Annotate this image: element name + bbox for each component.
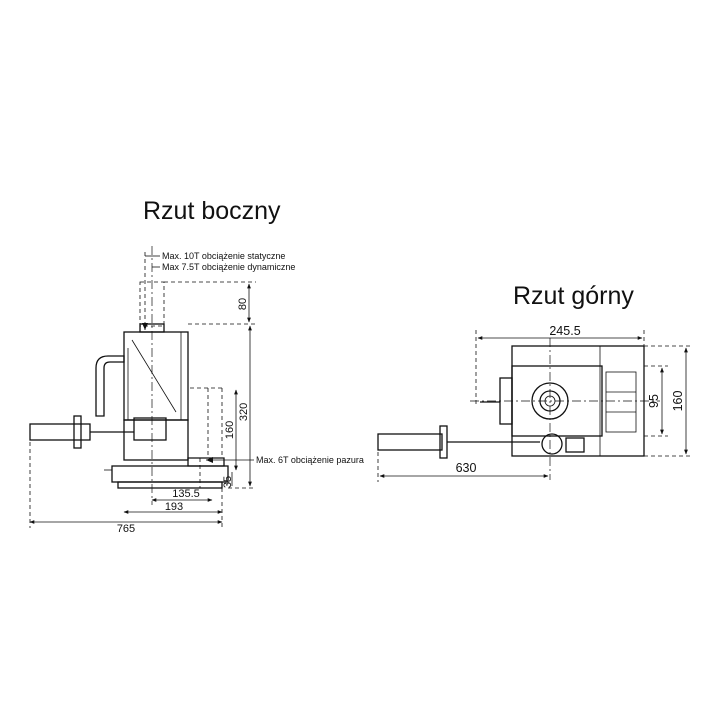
dynamic-load-label: Max 7.5T obciążenie dynamiczne xyxy=(162,262,295,272)
claw xyxy=(187,457,225,467)
top-handle xyxy=(377,433,443,451)
top-view: 245.5 95 160 630 xyxy=(377,324,692,482)
dim-630: 630 xyxy=(456,461,477,475)
base xyxy=(111,465,229,483)
dim-80: 80 xyxy=(237,298,249,310)
load-arrow-head xyxy=(142,323,148,330)
dim-135-5: 135.5 xyxy=(172,488,200,500)
dim-35: 35 xyxy=(222,476,234,488)
base-plate xyxy=(117,481,223,489)
pump-block xyxy=(133,417,167,441)
side-view: Max. 10T obciążenie statyczne Max 7.5T o… xyxy=(29,246,364,535)
dim-160: 160 xyxy=(224,421,236,439)
jack-body xyxy=(123,331,189,421)
dim-160-top: 160 xyxy=(671,391,685,412)
claw-load-label: Max. 6T obciążenie pazura xyxy=(256,455,364,465)
dim-95: 95 xyxy=(647,394,661,408)
dim-320: 320 xyxy=(238,403,250,421)
static-load-label: Max. 10T obciążenie statyczne xyxy=(162,251,285,261)
dim-245-5: 245.5 xyxy=(549,324,580,338)
extension-screw xyxy=(139,281,165,327)
dim-765: 765 xyxy=(117,523,135,535)
side-view-title: Rzut boczny xyxy=(143,197,281,225)
handle-collar xyxy=(73,415,82,449)
top-view-title: Rzut górny xyxy=(513,282,634,310)
jack-lower-body xyxy=(123,419,189,461)
handle-socket xyxy=(95,355,125,417)
dim-193: 193 xyxy=(165,501,183,513)
